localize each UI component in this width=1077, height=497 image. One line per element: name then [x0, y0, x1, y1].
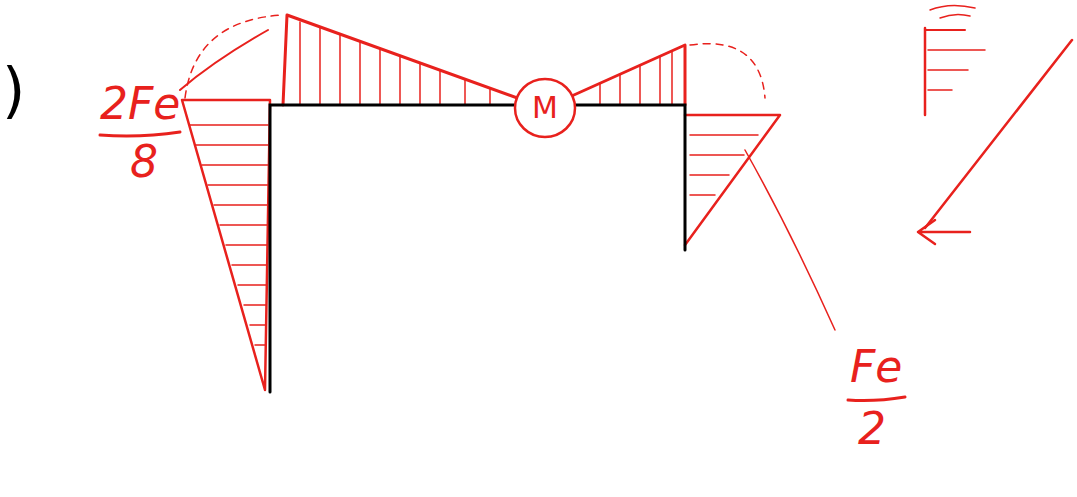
panel-label: ) [2, 60, 25, 120]
moment-value: Fe [850, 345, 902, 389]
circled-label: M [513, 76, 577, 140]
moment-value: 8 [130, 140, 158, 184]
node-text: M [532, 93, 558, 123]
moment-value: 2Fe [100, 82, 180, 126]
moment-value: 2 [858, 407, 886, 451]
